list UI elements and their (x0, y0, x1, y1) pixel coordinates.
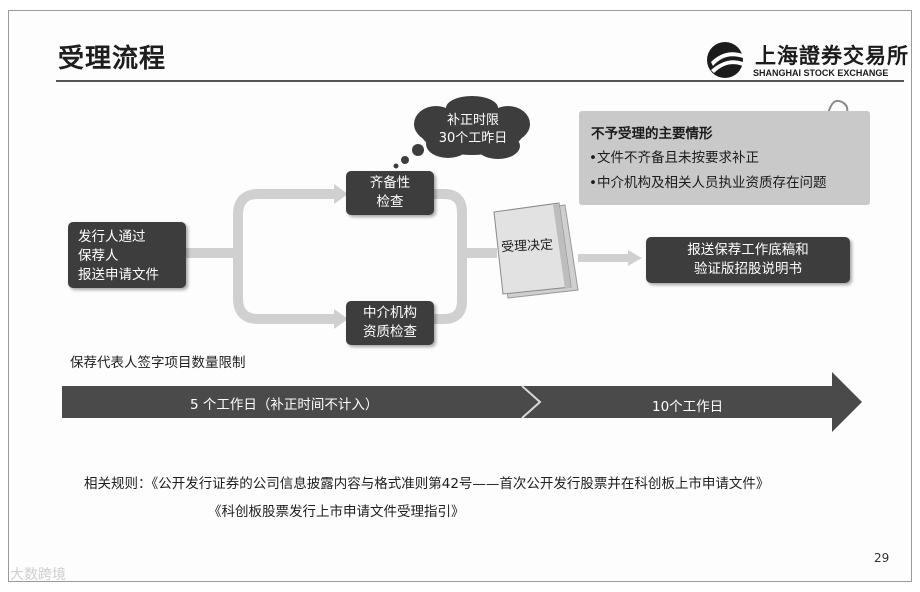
timeline-stage1-label: 5 个工作日（补正时间不计入） (190, 397, 379, 413)
completeness-line-2: 检查 (376, 194, 404, 210)
timeline-stage1-bar (62, 386, 540, 418)
sse-logo: 上海證券交易所 SHANGHAI STOCK EXCHANGE (705, 36, 910, 84)
deadline-cloud-text: 补正时限 30个工昨日 (418, 112, 528, 148)
logo-english-text: SHANGHAI STOCK EXCHANGE (753, 68, 889, 78)
decision-label: 受理决定 (500, 237, 554, 256)
arrowhead-upper (334, 184, 348, 204)
completeness-line-1: 齐备性 (369, 175, 411, 191)
timeline-separator (521, 385, 542, 419)
issuer-line-2: 保荐人 (78, 248, 119, 264)
rules-line-2: 《科创板股票发行上市申请文件受理指引》 (208, 504, 465, 520)
arrowhead-lower (334, 309, 348, 329)
rejection-item-1: •文件不齐备且未按要求补正 (589, 150, 759, 166)
issuer-line-3: 报送申请文件 (78, 267, 159, 283)
issuer-line-1: 发行人通过 (78, 229, 146, 245)
sse-logo-mark-icon (707, 42, 743, 78)
connector-lower-branch (233, 253, 336, 324)
intermediary-line-2: 资质检查 (363, 324, 417, 340)
page-title: 受理流程 (58, 44, 167, 74)
rejection-item-2: •中介机构及相关人员执业资质存在问题 (589, 175, 827, 191)
timeline-stage2-label: 10个工作日 (652, 399, 724, 415)
rules-line-1: 相关规则：《公开发行证券的公司信息披露内容与格式准则第42号——首次公开发行股票… (84, 476, 770, 492)
intermediary-check-box: 中介机构 资质检查 (346, 301, 434, 345)
watermark-text: 大数跨境 (10, 567, 66, 583)
output-submission-box: 报送保荐工作底稿和 验证版招股说明书 (646, 237, 850, 283)
title-divider (56, 80, 904, 82)
timeline-stage2-bar (522, 372, 862, 432)
intermediary-line-1: 中介机构 (363, 305, 417, 321)
connector-upper-branch (233, 189, 336, 253)
output-line-1: 报送保荐工作底稿和 (687, 242, 809, 258)
rejection-panel-title: 不予受理的主要情形 (591, 126, 713, 142)
rejection-panel: 不予受理的主要情形 •文件不齐备且未按要求补正 •中介机构及相关人员执业资质存在… (579, 111, 870, 205)
sponsor-limit-text: 保荐代表人签字项目数量限制 (70, 355, 246, 371)
page-number: 29 (874, 551, 890, 565)
logo-chinese-text: 上海證券交易所 (755, 44, 909, 68)
connector-merge-lower (434, 253, 467, 324)
issuer-submission-box: 发行人通过 保荐人 报送申请文件 (68, 222, 186, 288)
deadline-cloud (393, 96, 530, 169)
cloud-line-1: 补正时限 (446, 113, 499, 128)
arrowhead-output (628, 250, 642, 266)
decision-document-icon (493, 202, 579, 299)
output-line-2: 验证版招股说明书 (694, 261, 802, 277)
completeness-check-box: 齐备性 检查 (346, 171, 434, 215)
cloud-line-2: 30个工昨日 (438, 131, 508, 146)
connector-merge-upper (434, 189, 467, 253)
